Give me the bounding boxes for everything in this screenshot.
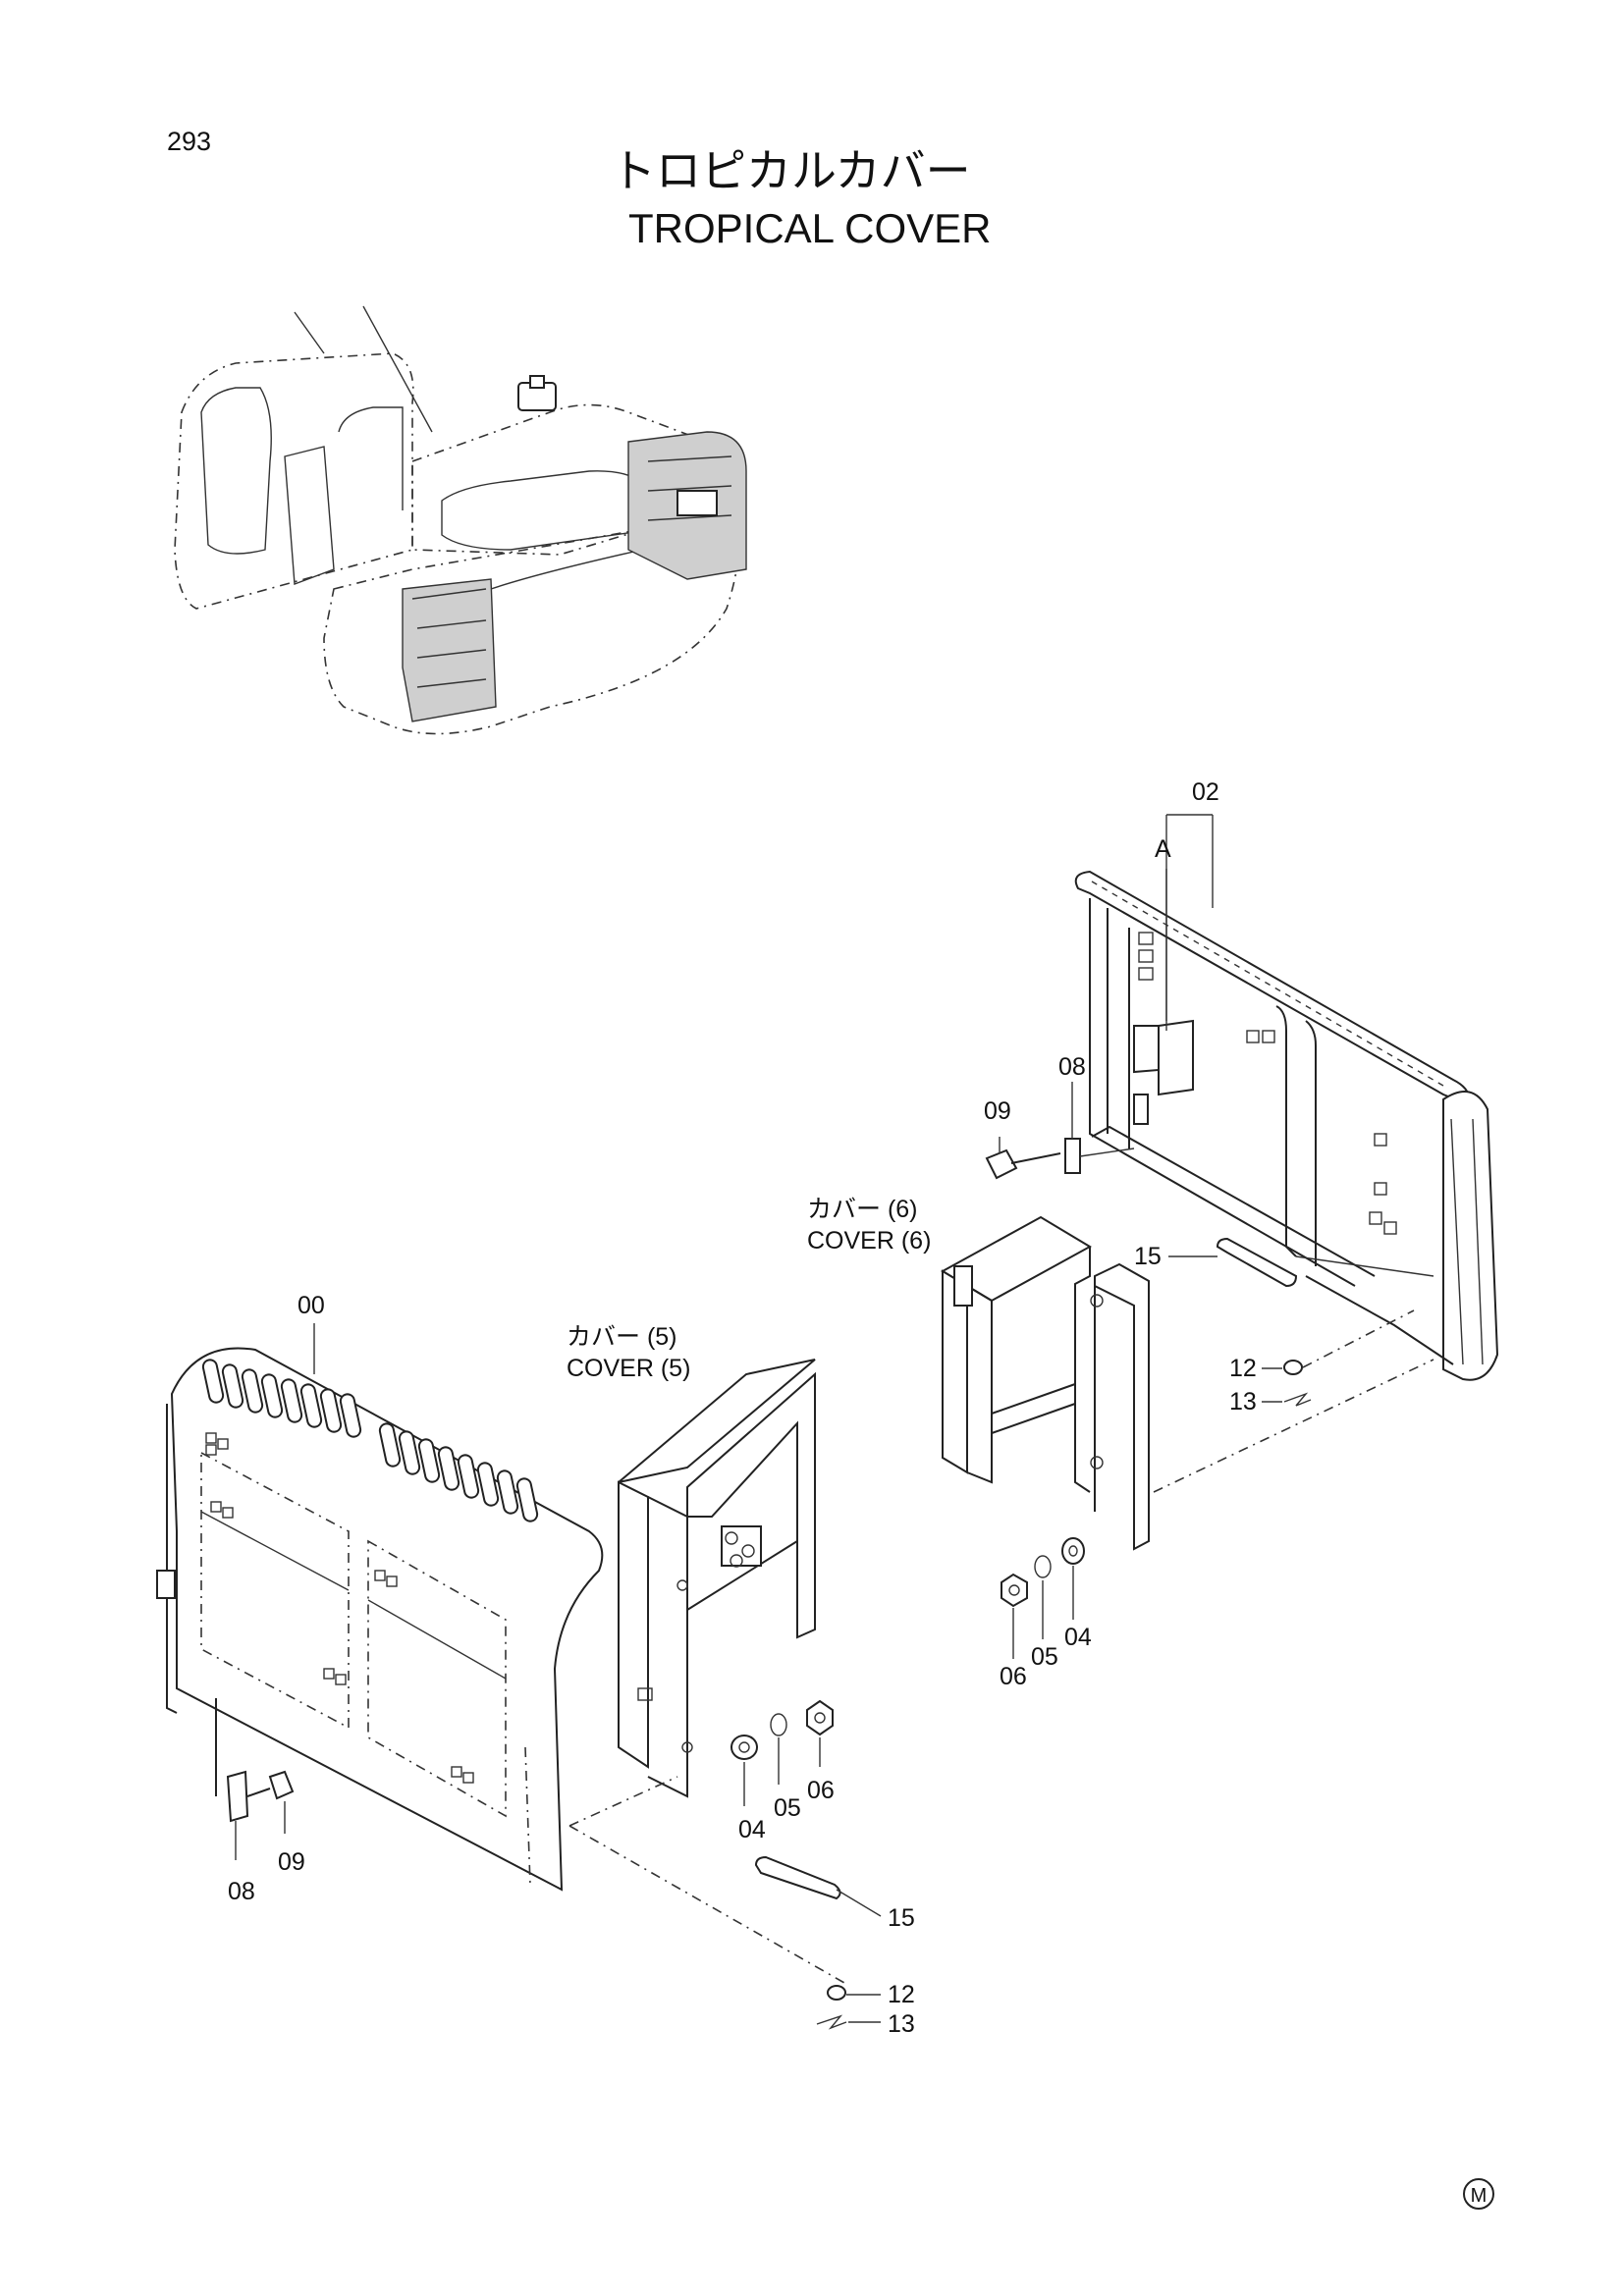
callout-06-right: 06 [1000,1663,1027,1690]
circled-m-mark: M [1463,2178,1494,2210]
callout-05-left: 05 [774,1794,801,1822]
excavator-overview-illustration [174,305,747,735]
callout-04-left: 04 [738,1816,766,1843]
callout-06-left: 06 [807,1777,835,1804]
cover-6-frame [940,1215,1434,1551]
vent-slots-upper [201,1359,539,1522]
cover-6-label-jp: カバー (6) [807,1196,918,1223]
callout-09-left: 09 [278,1848,305,1876]
callout-12-left: 12 [888,1981,915,2008]
mark-letter: M [1471,2185,1488,2207]
callout-08-right: 08 [1058,1053,1086,1081]
leader-lines [235,814,1282,2023]
callout-13-right: 13 [1229,1388,1257,1415]
callout-13-left: 13 [888,2010,915,2038]
right-hardware-stack [1001,1537,1085,1608]
right-cover-assembly [985,870,1499,1407]
left-clip-and-bolt [215,1698,295,1823]
callout-09-right: 09 [984,1097,1011,1125]
cover-5-label-en: COVER (5) [567,1355,690,1382]
callout-12-right: 12 [1229,1355,1257,1382]
left-main-cover [156,1347,604,1892]
callout-15-left: 15 [888,1904,915,1932]
callout-05-right: 05 [1031,1643,1058,1671]
callout-A: A [1155,835,1171,863]
title-english: TROPICAL COVER [628,205,992,251]
callout-00: 00 [298,1292,325,1319]
callout-02: 02 [1192,778,1219,806]
callout-15-right: 15 [1134,1243,1162,1270]
callout-labels: 02 A 08 09 15 12 13 06 05 04 00 08 09 04… [228,778,1257,2038]
title-japanese: トロピカルカバー [611,145,971,196]
cover-6-label-en: COVER (6) [807,1227,931,1255]
cover-5-label-jp: カバー (5) [567,1323,677,1351]
left-small-parts [568,1825,847,2030]
left-hardware-stack [730,1699,834,1760]
callout-08-left: 08 [228,1878,255,1905]
callout-04-right: 04 [1064,1624,1092,1651]
cover-5-frame [568,1359,816,1827]
page-number: 293 [167,127,211,156]
